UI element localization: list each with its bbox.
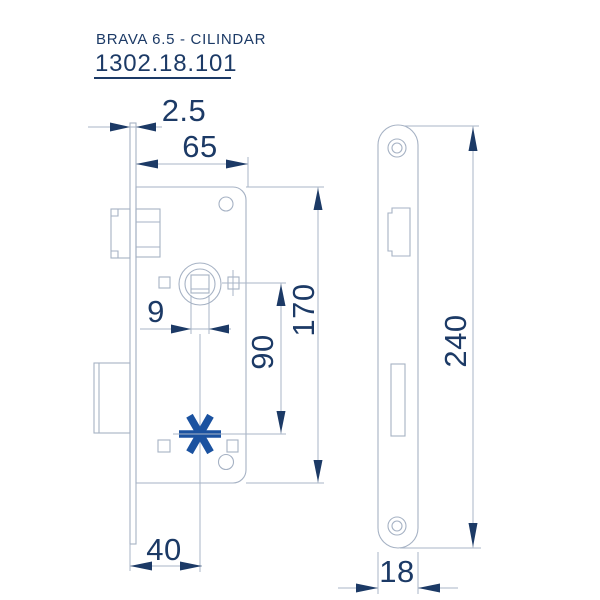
spindle-square-hole [190,274,210,294]
arrowhead-icon [276,411,286,433]
latch-bevel-bottom [111,250,119,258]
dim-label: 40 [146,532,181,567]
dim-plate-width: 18 [338,552,458,594]
product-code: 1302.18.101 [95,50,238,77]
arrowhead-icon [209,324,229,334]
dim-body-width: 65 [136,129,249,187]
arrowhead-icon [171,324,191,334]
arrowhead-icon [226,159,248,169]
arrowhead-icon [418,583,440,593]
arrowhead-icon [356,583,378,593]
dim-body-height: 170 [246,186,324,484]
dim-center-distance: 90 [173,282,286,435]
dim-label: 170 [286,283,321,336]
dim-label: 90 [245,334,280,369]
dim-label: 65 [182,129,217,164]
dim-label: 240 [438,314,473,367]
follower-outer-circle [178,262,222,306]
arrowhead-icon [276,284,286,306]
latch-bolt-body [135,208,161,258]
arrowhead-icon [136,122,156,132]
dim-spindle-square: 9 [140,294,231,334]
dim-plate-thickness: 2.5 [88,93,206,132]
arrowhead-icon [313,188,323,210]
latch-bolt [110,208,161,259]
fixing-square-cyl-right [226,439,239,453]
dim-label: 18 [379,554,414,589]
side-view [377,124,419,549]
fixing-square-cyl-left [157,439,171,453]
latch-bevel-top [111,209,119,217]
faceplate-outline [377,124,419,549]
plate-screw-hole-bottom-outer [387,516,407,536]
latch-bolt-head [110,208,131,259]
plate-screw-hole-top-outer [387,138,407,158]
product-title: BRAVA 6.5 - CILINDAR [96,31,267,48]
deadbolt-head [93,362,131,434]
dim-label: 2.5 [162,93,207,128]
dim-plate-height: 240 [400,125,481,549]
faceplate-edge [129,122,137,545]
code-underline [94,77,231,79]
deadbolt [93,362,131,434]
lock-body-outline [135,186,247,484]
screw-hole-top [218,196,234,212]
plate-screw-hole-top-inner [391,142,403,154]
follower-inner-circle [184,268,216,300]
front-view [93,122,247,572]
arrowhead-icon [468,127,478,151]
arrowhead-icon [130,561,152,571]
arrowhead-icon [468,523,478,547]
dim-backset: 40 [129,532,202,571]
arrowhead-icon [313,460,323,482]
screw-hole-bottom [217,453,235,471]
plate-screw-hole-bottom-inner [391,520,403,532]
spindle-follower [178,262,222,306]
deadbolt-opening [390,363,406,437]
arrowhead-icon [110,122,130,132]
arrowhead-icon [180,561,202,571]
latch-opening [387,207,411,257]
fixing-square-left [158,276,171,289]
arrowhead-icon [136,159,158,169]
dim-label: 9 [147,294,165,329]
